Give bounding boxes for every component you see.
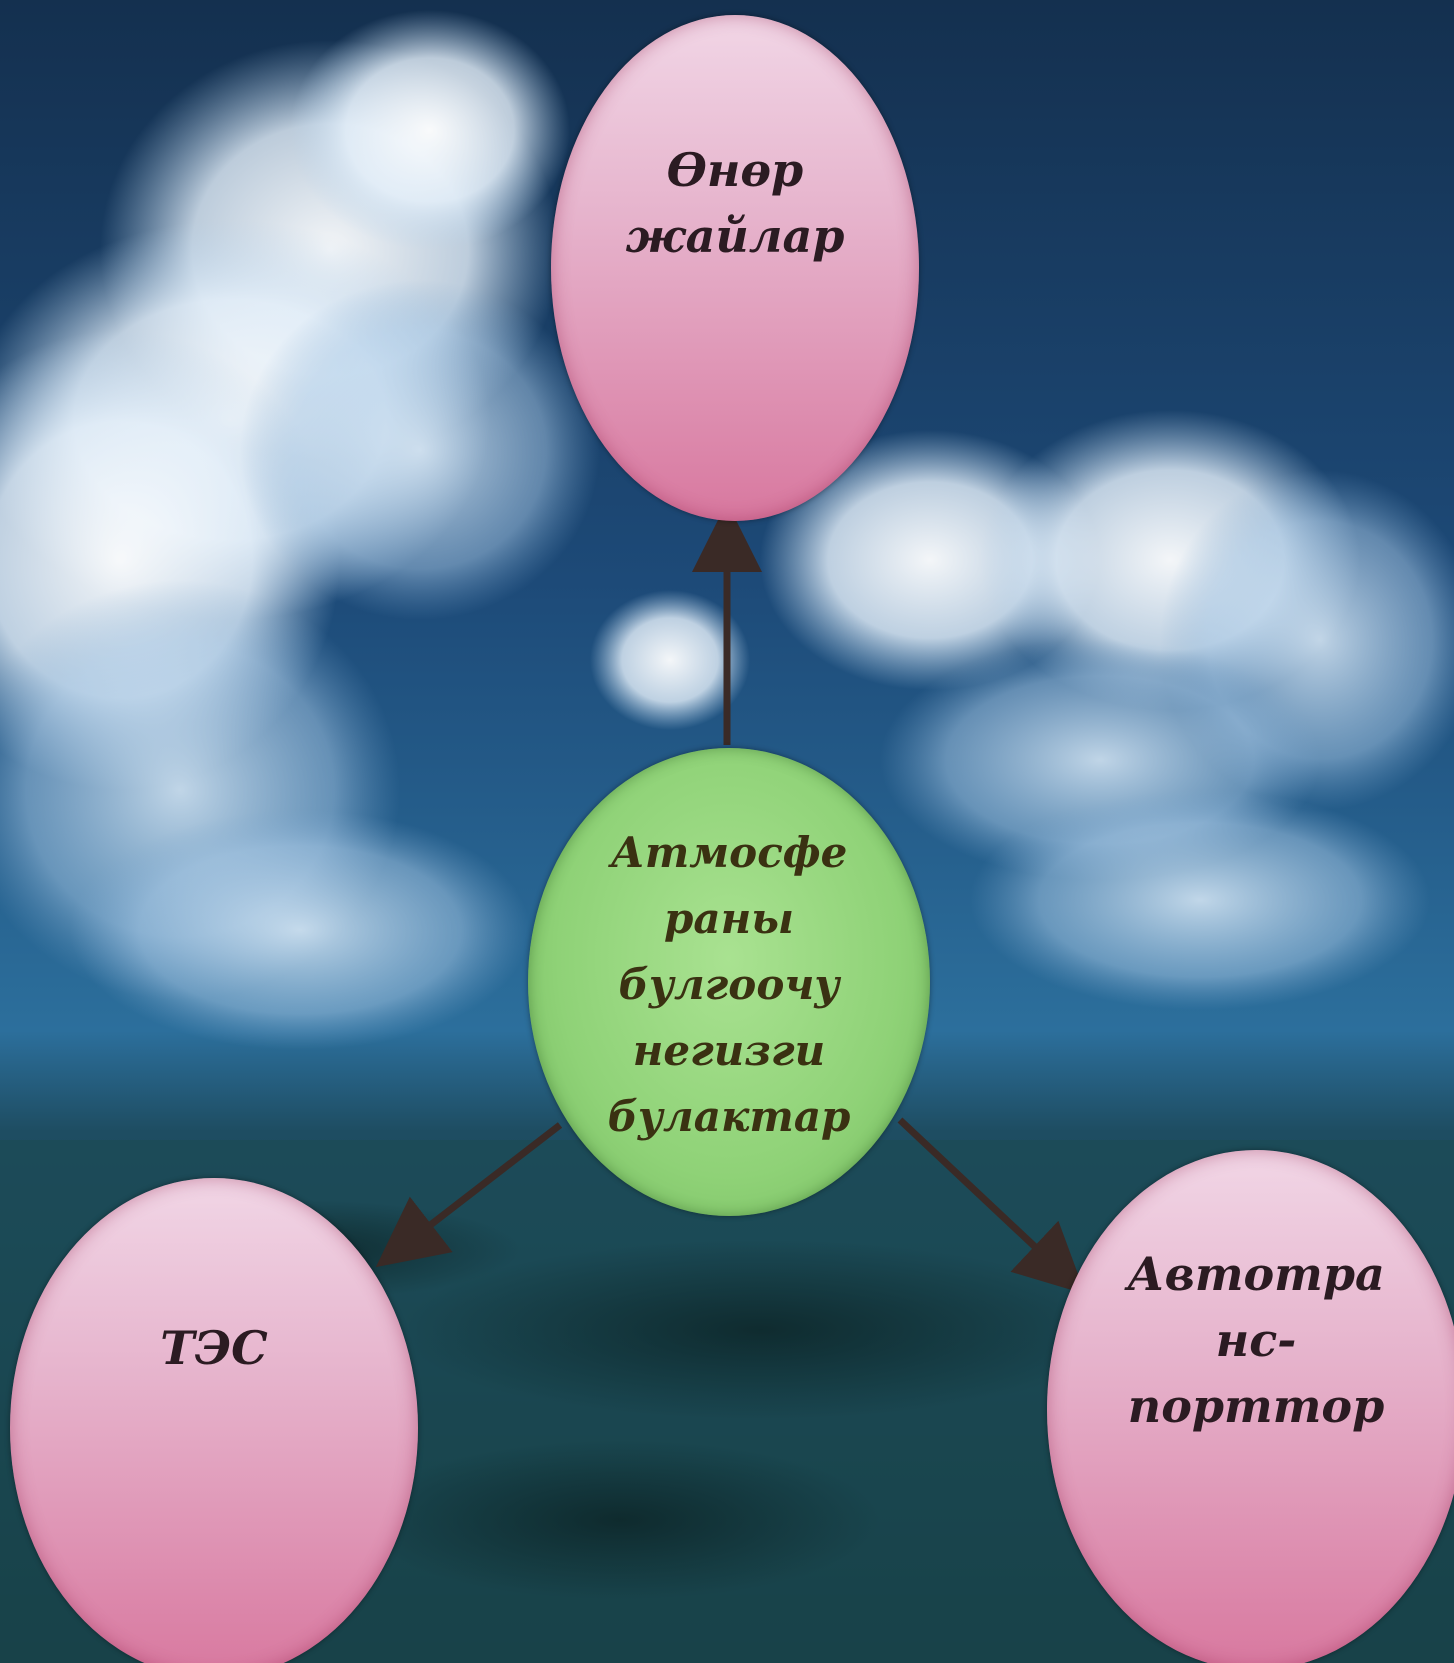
cloud-bank-left — [0, 10, 600, 1050]
node-transport: Автотра нс- порттор — [1047, 1150, 1454, 1663]
node-industry: Өнөр жайлар — [551, 15, 919, 521]
cloud-bank-right — [590, 410, 1454, 1010]
node-tes-label: ТЭС — [160, 1321, 268, 1375]
node-center-label: Атмосфе раны булгоочу негизги булактар — [607, 828, 851, 1141]
node-transport-label: Автотра нс- порттор — [1127, 1247, 1385, 1433]
node-tes: ТЭС — [10, 1178, 418, 1663]
node-industry-label: Өнөр жайлар — [625, 143, 845, 263]
node-center: Атмосфе раны булгоочу негизги булактар — [528, 748, 930, 1216]
